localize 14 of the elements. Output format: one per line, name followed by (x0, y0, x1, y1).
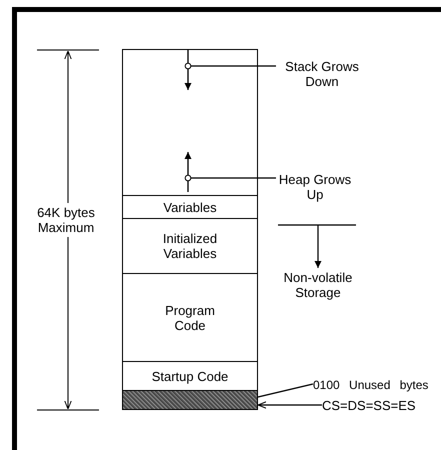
unused-bytes-block (122, 390, 258, 410)
annotation-text: CS=DS=SS=ES (322, 398, 416, 412)
memory-section-label: Variables (163, 200, 217, 214)
leader-line (258, 383, 314, 398)
annotation-text: Stack Grows Down (284, 59, 360, 89)
memory-region (122, 49, 258, 196)
memory-section-label: Program Code (164, 302, 216, 332)
arrow (258, 401, 322, 409)
annotation-text: Non-volatile Storage (282, 270, 354, 300)
arrow (314, 225, 322, 268)
memory-section-label: Initialized Variables (162, 231, 218, 261)
memory-section-label: Startup Code (152, 368, 228, 384)
annotation-text: 0100 Unused bytes (313, 378, 428, 392)
annotation-text: Heap Grows Up (278, 172, 352, 202)
